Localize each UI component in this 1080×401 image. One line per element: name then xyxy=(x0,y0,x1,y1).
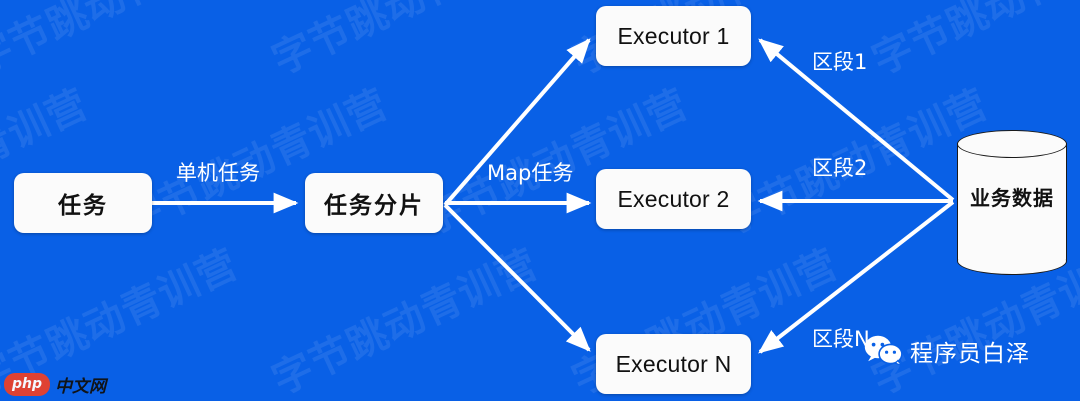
watermark-text: 字节跳动青训营 xyxy=(111,392,396,401)
node-task-label: 任务 xyxy=(58,193,108,219)
node-executor-2-label: Executor 2 xyxy=(617,185,730,212)
php-watermark-logo: php 中文网 xyxy=(4,372,106,397)
node-business-database-label: 业务数据 xyxy=(970,186,1054,210)
watermark-text: 字节跳动青训营 xyxy=(265,0,545,85)
node-executor-n[interactable]: Executor N xyxy=(596,334,751,394)
edge-label-segment-n: 区段N xyxy=(812,327,870,351)
node-task-shard-label: 任务分片 xyxy=(324,193,424,219)
node-task[interactable]: 任务 xyxy=(14,173,152,233)
edge-label-map-task: Map任务 xyxy=(487,161,574,185)
node-business-database[interactable]: 业务数据 xyxy=(957,130,1067,278)
php-badge: php xyxy=(4,373,51,396)
node-executor-1-label: Executor 1 xyxy=(617,22,730,49)
cylinder-top-ellipse xyxy=(957,130,1067,158)
node-executor-n-label: Executor N xyxy=(615,350,732,377)
node-executor-2[interactable]: Executor 2 xyxy=(596,169,751,229)
watermark-text: 字节跳动青训营 xyxy=(0,0,245,85)
edge-shard-to-executorN xyxy=(443,203,591,352)
edge-label-segment-1: 区段1 xyxy=(812,50,868,74)
edge-label-segment-2: 区段2 xyxy=(812,156,868,180)
wechat-icon xyxy=(864,335,904,367)
brand-name: 程序员白泽 xyxy=(910,341,1030,367)
node-task-shard[interactable]: 任务分片 xyxy=(305,173,443,233)
watermark-text: 字节跳动青训营 xyxy=(711,392,996,401)
cylinder-body xyxy=(957,143,1067,261)
php-watermark-text: 中文网 xyxy=(55,377,107,397)
watermark-text: 字节跳动青训营 xyxy=(265,241,545,401)
watermark-text: 字节跳动青训营 xyxy=(865,0,1080,85)
node-executor-1[interactable]: Executor 1 xyxy=(596,6,751,66)
edge-label-single-task: 单机任务 xyxy=(176,161,260,185)
brand-signature: 程序员白泽 xyxy=(864,334,1030,368)
